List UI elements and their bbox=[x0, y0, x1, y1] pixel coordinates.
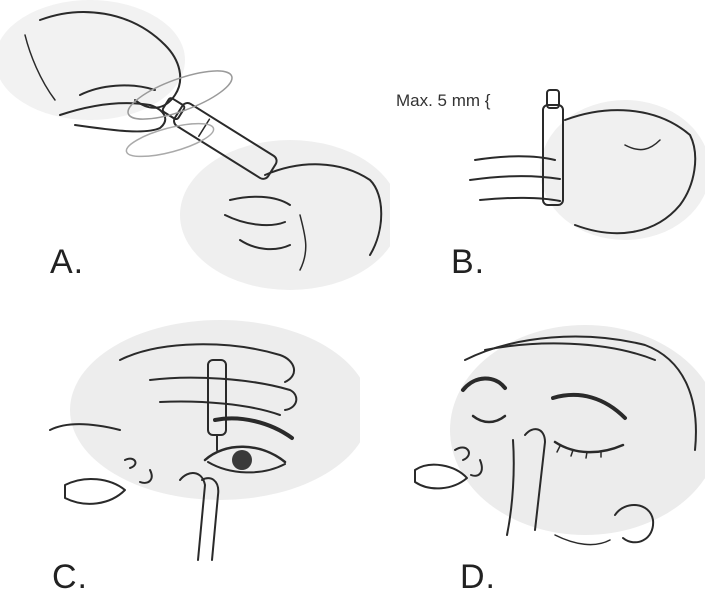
panel-c-illustration bbox=[30, 320, 360, 565]
panel-b-illustration bbox=[455, 75, 705, 255]
panel-d-illustration bbox=[395, 320, 705, 580]
panel-label-c: C. bbox=[52, 558, 88, 597]
panel-label-b: B. bbox=[451, 243, 485, 282]
panel-label-d: D. bbox=[460, 558, 496, 597]
panel-label-a: A. bbox=[50, 243, 84, 282]
max-drop-size-annotation: Max. 5 mm { bbox=[396, 91, 490, 111]
